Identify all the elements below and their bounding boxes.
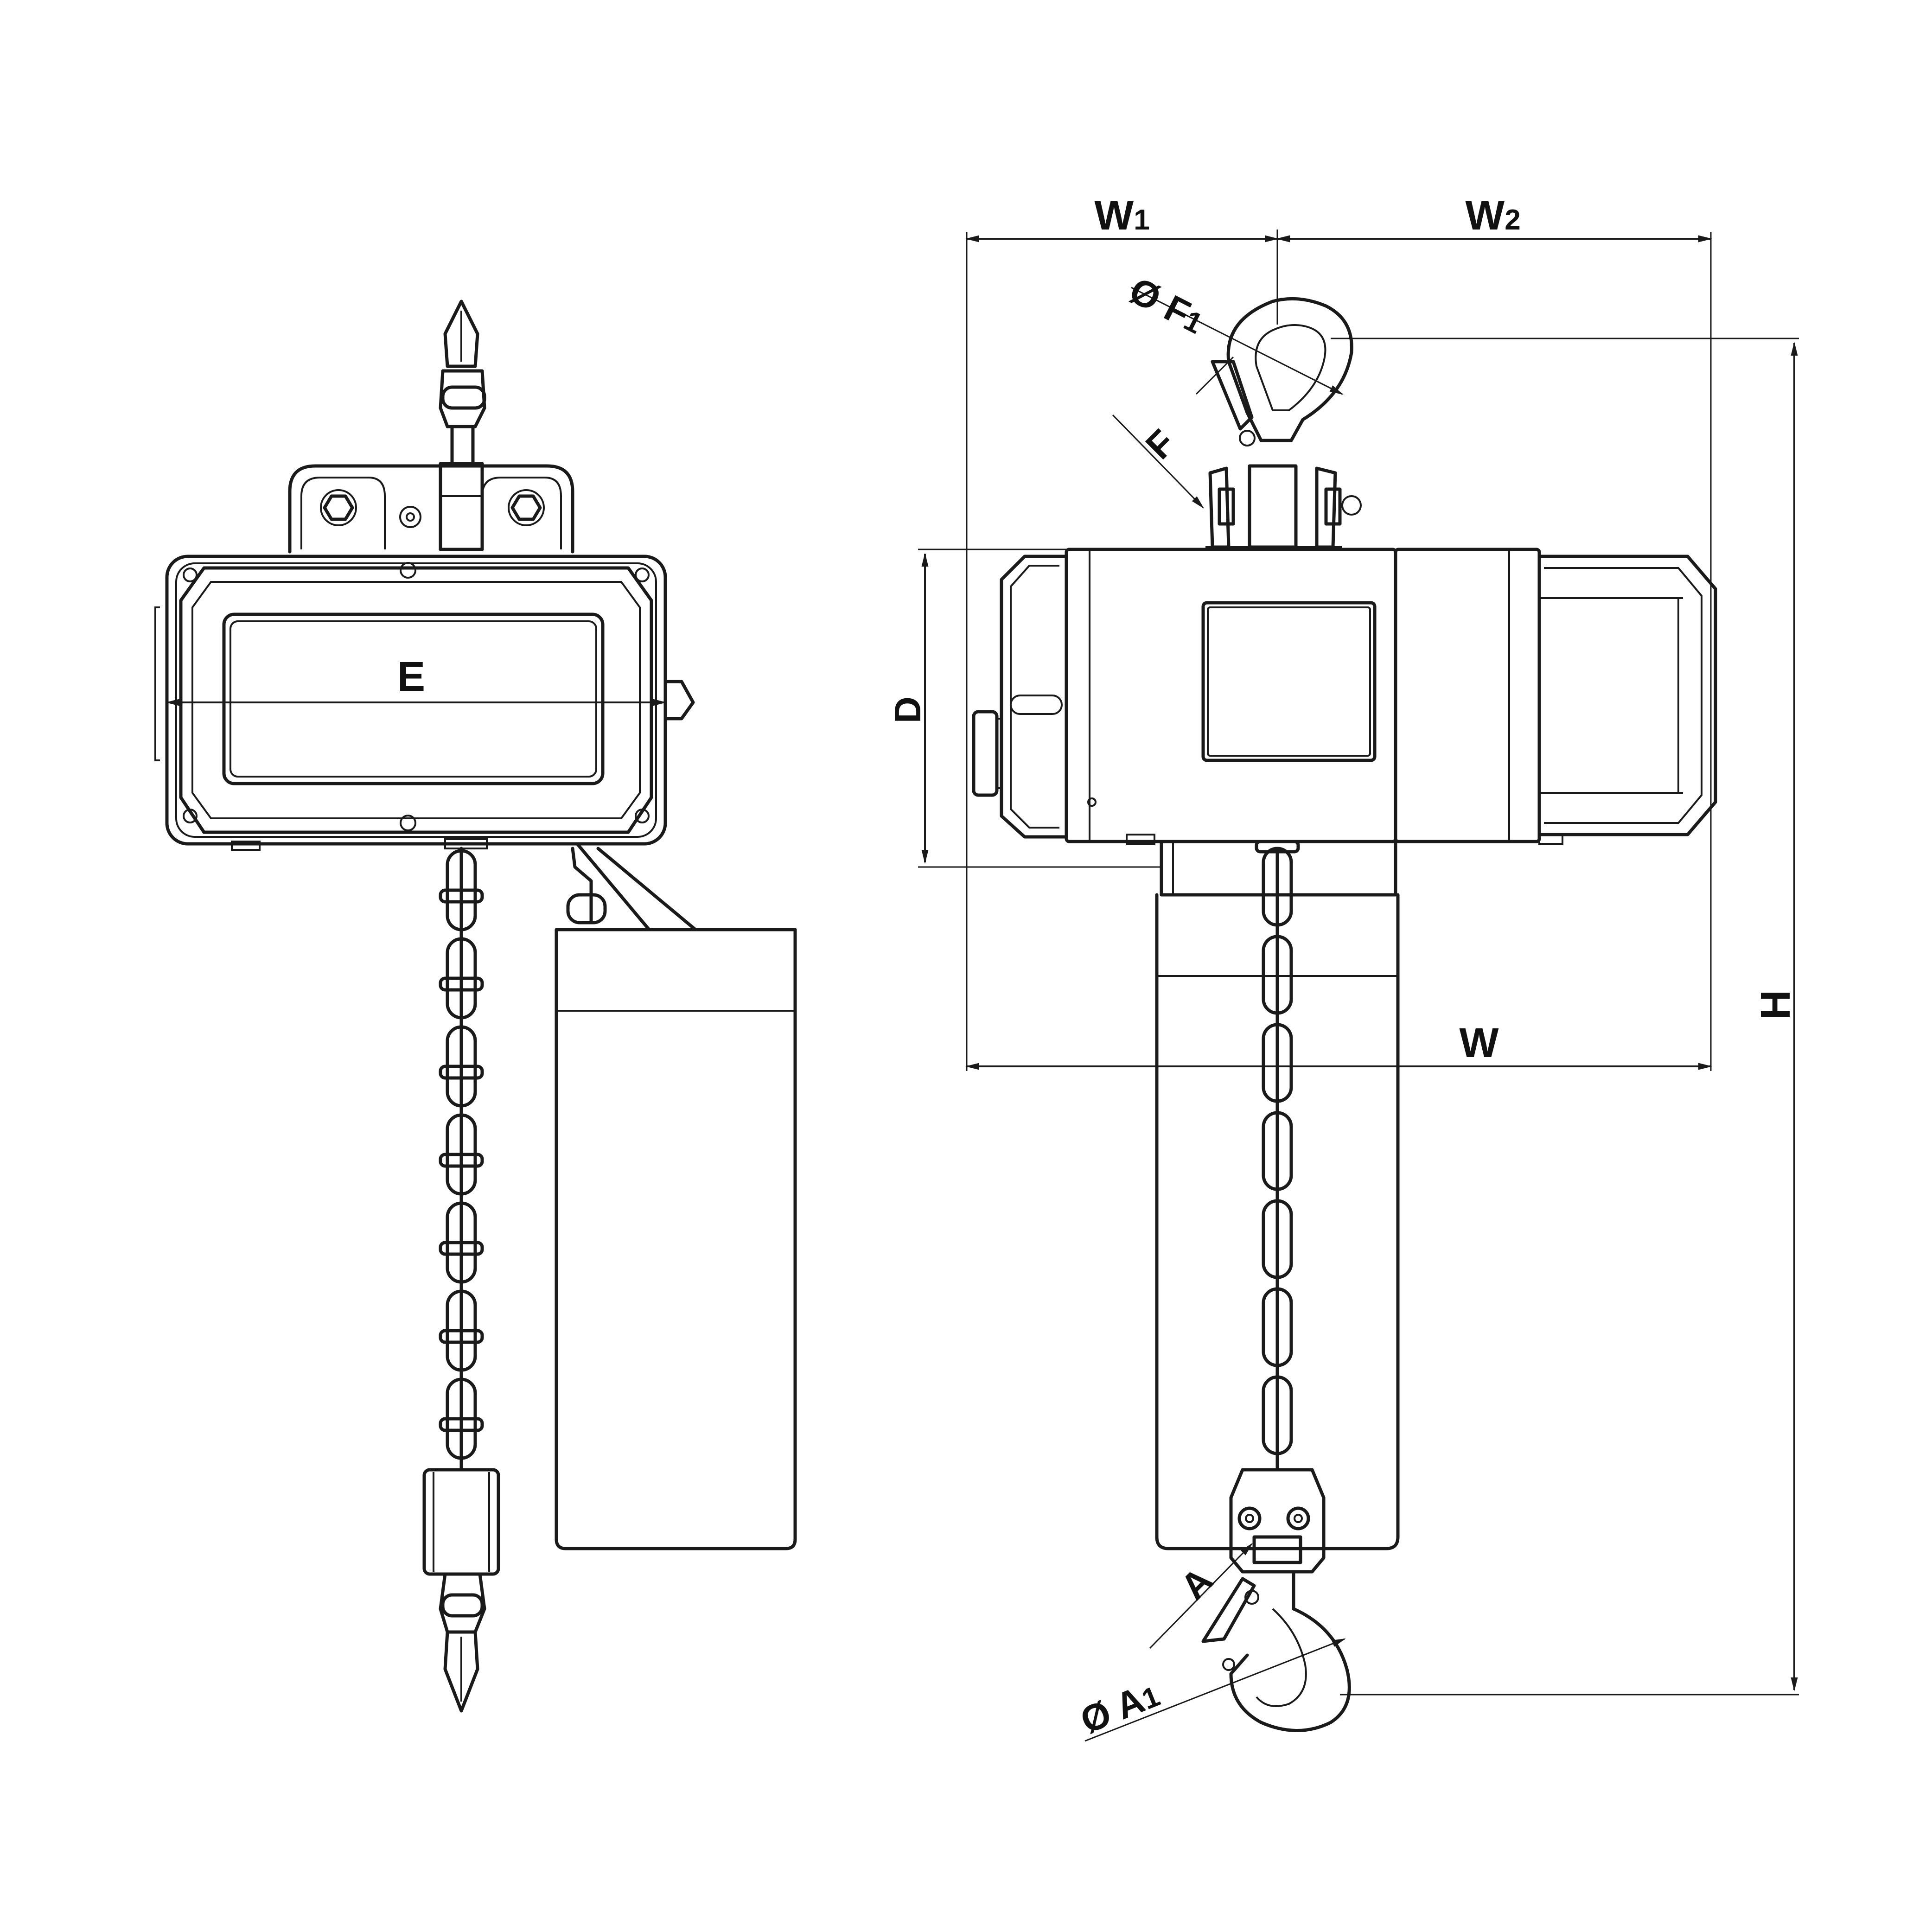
front-bottom-block (422, 1468, 500, 1713)
front-chain-bag (555, 842, 797, 1550)
dim-W: W (965, 1020, 1712, 1070)
bolt-left (323, 494, 354, 521)
label-W: W (1460, 1020, 1499, 1066)
front-top-hook (439, 300, 486, 465)
side-housing (972, 548, 1717, 845)
dim-H: H (1331, 338, 1799, 1696)
side-bottom-block (1201, 1468, 1351, 1732)
label-A1: Ø A1 (1075, 1673, 1165, 1741)
label-F: F (1138, 422, 1183, 467)
side-load-chain (1255, 840, 1300, 1469)
label-H: H (1753, 990, 1799, 1020)
bolt-right (510, 494, 542, 521)
dim-D: D (887, 548, 1161, 868)
label-W2: W2 (1465, 192, 1520, 239)
front-view: E (154, 300, 797, 1713)
dim-W1-W2: W1 W2 (965, 192, 1712, 1071)
label-E: E (397, 654, 425, 700)
front-load-chain (439, 847, 484, 1472)
dim-F: F (1112, 356, 1234, 509)
dim-A: A (1149, 1543, 1253, 1649)
label-F1: Ø F1 (1123, 269, 1211, 341)
side-view: W1 W2 Ø F1 F D W (887, 192, 1799, 1742)
front-top-bracket (288, 462, 574, 554)
dim-A1: Ø A1 (1075, 1638, 1346, 1742)
label-A: A (1173, 1559, 1221, 1607)
label-W1: W1 (1094, 192, 1149, 239)
label-D: D (887, 696, 928, 723)
dim-E: E (166, 654, 667, 706)
